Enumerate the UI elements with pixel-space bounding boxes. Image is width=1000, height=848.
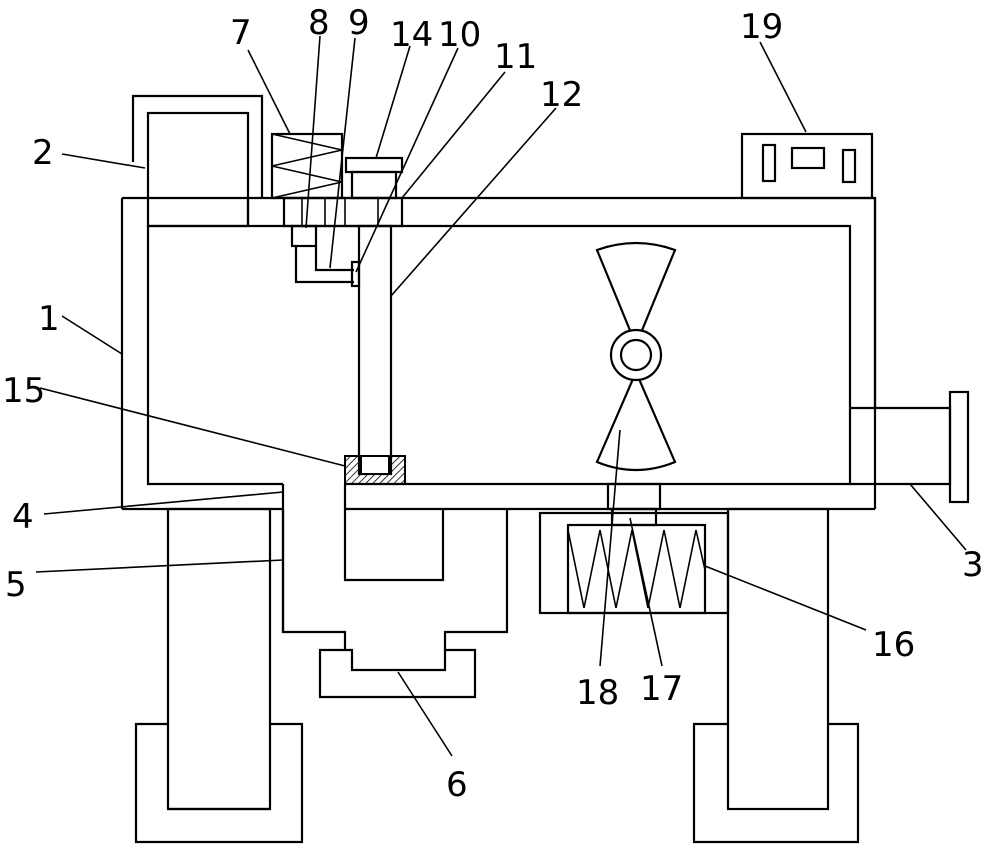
label-15: 15 (2, 371, 45, 411)
drive-motor (344, 156, 404, 200)
part-labels: 1 2 3 4 5 6 7 8 9 14 10 11 12 15 16 17 1… (2, 3, 984, 805)
label-3: 3 (962, 545, 984, 585)
label-17: 17 (640, 669, 683, 709)
right-leg (692, 507, 860, 844)
cam-linkage (290, 224, 361, 288)
label-12: 12 (540, 75, 583, 115)
label-4: 4 (12, 497, 34, 537)
impeller-coupling (606, 482, 662, 527)
control-box (740, 132, 874, 200)
label-9: 9 (348, 3, 370, 43)
feed-hopper (131, 94, 264, 228)
label-19: 19 (740, 7, 783, 47)
leader-lines (35, 35, 967, 757)
label-1: 1 (38, 299, 60, 339)
seal-block (344, 455, 406, 485)
label-10: 10 (438, 15, 481, 55)
label-8: 8 (308, 3, 330, 43)
stirring-shaft (357, 224, 393, 476)
collection-tray (318, 648, 477, 699)
label-2: 2 (32, 133, 54, 173)
left-leg (134, 507, 304, 844)
housing (120, 196, 877, 511)
top-spring (270, 132, 344, 200)
discharge-channel (281, 484, 509, 650)
label-14: 14 (390, 15, 433, 55)
impeller (595, 241, 677, 472)
label-11: 11 (494, 37, 537, 77)
label-5: 5 (5, 565, 27, 605)
label-18: 18 (576, 673, 619, 713)
label-7: 7 (230, 13, 252, 53)
spring-box (538, 511, 730, 615)
discharge-outlet (850, 390, 970, 504)
label-6: 6 (446, 765, 468, 805)
label-16: 16 (872, 625, 915, 665)
